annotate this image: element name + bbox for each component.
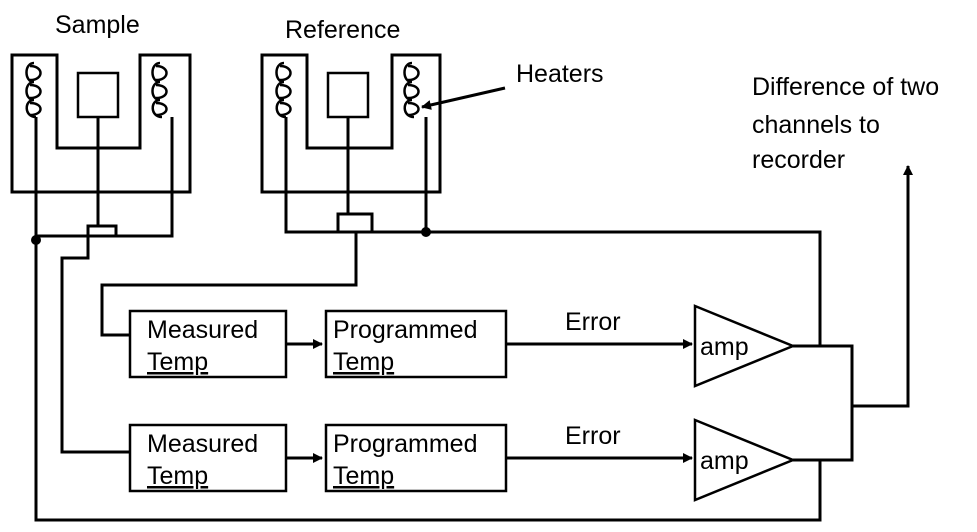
programmed-temp-label-line1: Programmed [333, 430, 478, 458]
reference-label: Reference [285, 16, 400, 44]
channel-reference: Measured Temp Programmed Temp Error amp [128, 304, 797, 388]
junction-dot-reference [421, 227, 431, 237]
reference-holder [260, 53, 442, 194]
reference-heater-right-icon [403, 61, 420, 119]
output-label-line2: channels to [752, 111, 880, 139]
sample-heater-right-icon [151, 61, 168, 119]
programmed-temp-label-line2: Temp [333, 348, 394, 376]
programmed-temp-box [324, 309, 508, 379]
sample-cell [76, 71, 120, 119]
error-label: Error [565, 422, 621, 450]
reference-heater-left-icon [275, 61, 292, 119]
channel-sample: Measured Temp Programmed Temp Error amp [128, 418, 797, 502]
amp-label: amp [700, 333, 749, 361]
output-label-line1: Difference of two [752, 73, 939, 101]
output-label-line3: recorder [752, 146, 845, 174]
amp-label: amp [700, 447, 749, 475]
sample-label: Sample [55, 11, 140, 39]
amplifier-triangle [693, 304, 797, 388]
error-label: Error [565, 308, 621, 336]
programmed-temp-label-line2: Temp [333, 462, 394, 490]
sample-holder [10, 53, 192, 194]
reference-cell [326, 71, 370, 119]
amplifier-triangle [693, 418, 797, 502]
wiring [31, 86, 913, 522]
sample-heater-left-icon [25, 61, 42, 119]
measured-temp-label-line2: Temp [147, 462, 208, 490]
measured-temp-label-line1: Measured [147, 430, 258, 458]
junction-dot-sample [31, 235, 41, 245]
measured-temp-box [128, 309, 288, 379]
measured-temp-label-line2: Temp [147, 348, 208, 376]
heaters-label: Heaters [516, 60, 604, 88]
measured-temp-label-line1: Measured [147, 316, 258, 344]
programmed-temp-label-line1: Programmed [333, 316, 478, 344]
